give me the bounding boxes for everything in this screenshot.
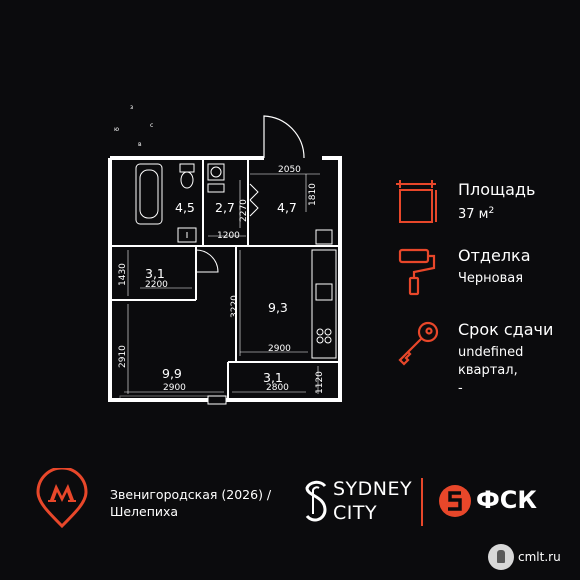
- wardrobe-icon: [249, 183, 259, 217]
- entrance-door: [263, 115, 305, 159]
- floor-plan-drawing: з ю с в: [108, 104, 342, 405]
- room-area-bathroom: 4,5: [175, 200, 195, 215]
- dim-1810: 1810: [308, 183, 318, 206]
- bath-sink-icon: [177, 227, 197, 243]
- logo-divider: [421, 478, 423, 526]
- delivery-line-3: -: [458, 381, 463, 396]
- dim-2800: 2800: [266, 383, 289, 393]
- key-icon: [398, 321, 439, 366]
- dimension-lines: [124, 173, 320, 394]
- area-icon: [396, 180, 437, 223]
- bottom-windows: [119, 395, 227, 405]
- fsk-circle-icon: [439, 485, 471, 517]
- delivery-label: Срок сдачи: [458, 320, 554, 339]
- compass-north: с: [150, 122, 153, 129]
- metro-line-1: Звенигородская (2026) /: [110, 487, 272, 502]
- outer-walls: [108, 156, 342, 402]
- corridor-door: [195, 249, 219, 273]
- toilet-icon: [179, 163, 195, 189]
- compass-east: в: [138, 141, 142, 148]
- dim-2910: 2910: [118, 345, 128, 368]
- finish-value: Черновая: [458, 271, 524, 286]
- dim-2050: 2050: [278, 165, 301, 175]
- room-area-wc: 2,7: [215, 200, 235, 215]
- dim-2270: 2270: [239, 199, 249, 222]
- compass-west: з: [130, 104, 133, 111]
- room-area-bedroom: 9,9: [162, 366, 182, 381]
- wc-washer-icon: [207, 163, 225, 193]
- kitchen-counter: [311, 229, 337, 359]
- bathtub-icon: [135, 163, 163, 225]
- sydney-s-icon: [305, 480, 327, 522]
- paint-roller-icon: [398, 248, 436, 296]
- sydney-word: SYDNEY: [333, 478, 413, 500]
- compass-south: ю: [114, 126, 119, 133]
- area-value: 37 м2: [458, 202, 494, 224]
- watermark-badge-icon: [488, 544, 514, 570]
- city-word: CITY: [333, 502, 378, 524]
- area-unit-sup: 2: [488, 206, 495, 216]
- delivery-line-2: квартал,: [458, 363, 518, 378]
- dim-2900-kitchen: 2900: [268, 344, 291, 354]
- dim-1430: 1430: [118, 263, 128, 286]
- room-area-balcony: 3,1: [263, 370, 283, 385]
- room-area-kitchen: 9,3: [268, 300, 288, 315]
- fsk-word: ФСК: [476, 486, 538, 514]
- metro-icon: [36, 468, 88, 528]
- room-area-corridor: 3,1: [145, 266, 165, 281]
- dim-2200: 2200: [145, 280, 168, 290]
- sydney-city-logo: SYDNEY CITY: [303, 478, 412, 530]
- metro-stations: Звенигородская (2026) / Шелепиха: [110, 486, 300, 520]
- dim-1120: 1120: [315, 371, 325, 394]
- watermark-text: cmlt.ru: [518, 550, 561, 564]
- floor-plan: з ю с в: [100, 100, 350, 420]
- delivery-line-1: undefined: [458, 345, 524, 360]
- metro-line-2: Шелепиха: [110, 504, 179, 519]
- room-area-hall: 4,7: [277, 200, 297, 215]
- dim-3220: 3220: [230, 295, 240, 318]
- dim-2900-bedroom: 2900: [163, 383, 186, 393]
- area-number: 37 м: [458, 207, 489, 222]
- watermark: cmlt.ru: [488, 544, 576, 572]
- finish-label: Отделка: [458, 246, 531, 265]
- dim-1200: 1200: [217, 231, 240, 241]
- fsk-logo: ФСК: [438, 484, 537, 522]
- area-label: Площадь: [458, 180, 536, 199]
